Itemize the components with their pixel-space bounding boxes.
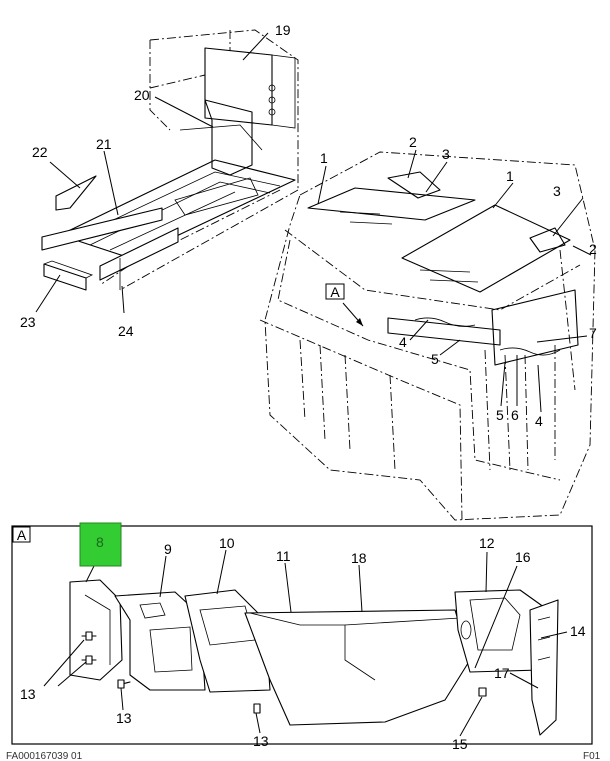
callout-24: 24 [118,323,134,339]
callout-6: 6 [511,407,519,423]
callout-3a: 3 [442,146,450,162]
cab-assembly [259,151,596,521]
callout-22: 22 [32,144,48,160]
callout-4a: 4 [399,334,407,350]
highlight-box [79,522,122,567]
callout-11: 11 [276,548,291,564]
callout-2b: 2 [589,241,597,257]
detail-view-label: A [17,527,27,543]
callout-1b: 1 [506,168,514,184]
callout-16: 16 [515,549,531,565]
footer-left: FA000167039 01 [6,751,83,761]
callout-13c: 13 [253,733,269,749]
detail-view-a: A [11,525,593,745]
callout-14: 14 [570,623,586,639]
callout-12: 12 [479,535,495,551]
callout-5b: 5 [496,407,504,423]
view-marker-a: A [325,283,364,327]
view-marker-label: A [330,284,340,300]
callout-20: 20 [134,87,150,103]
callout-21: 21 [96,136,112,152]
callout-3b: 3 [553,183,561,199]
callout-1a: 1 [320,150,328,166]
callout-4b: 4 [535,413,543,429]
callouts: 19 20 22 21 23 24 1 2 3 1 3 2 7 4 5 5 6 … [20,22,597,752]
floor-assembly [41,29,299,291]
callout-5a: 5 [431,351,439,367]
callout-15: 15 [452,736,468,752]
callout-10: 10 [219,535,235,551]
callout-13a: 13 [20,686,36,702]
footer-right: F01 [583,751,601,761]
callout-8: 8 [96,534,104,550]
callout-23: 23 [20,314,36,330]
callout-2a: 2 [409,134,417,150]
leader-lines [35,32,592,737]
callout-17: 17 [494,665,510,681]
callout-19: 19 [275,22,291,38]
callout-13b: 13 [116,710,132,726]
callout-18: 18 [351,550,367,566]
callout-9: 9 [164,541,172,557]
callout-7: 7 [589,325,597,341]
